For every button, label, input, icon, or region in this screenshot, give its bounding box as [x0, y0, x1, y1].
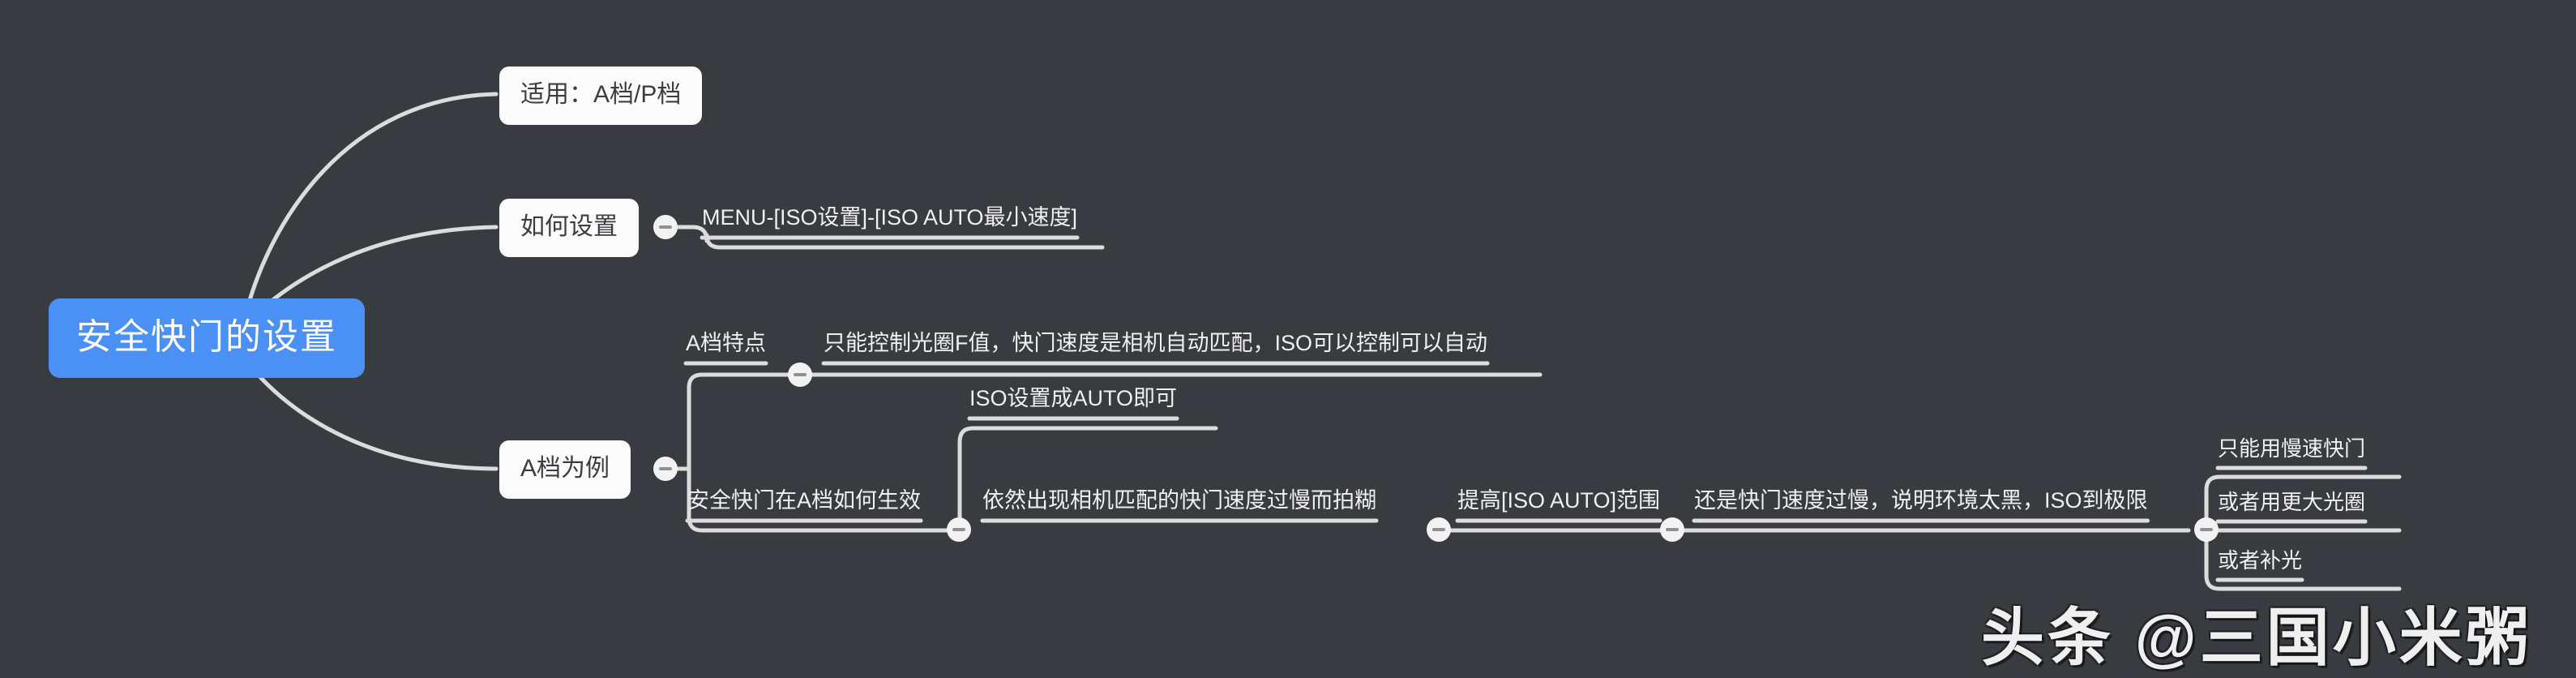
collapse-toggle-safe-shutter-effect[interactable]: [947, 517, 971, 542]
collapse-toggle-how-to-set[interactable]: [653, 215, 678, 239]
node-label: A档特点: [686, 331, 767, 355]
collapse-toggle-a-mode-feature[interactable]: [788, 363, 812, 387]
leaf-node-larger-aperture[interactable]: 或者用更大光圈: [2218, 491, 2365, 521]
branch-node-label: 如何设置: [520, 213, 618, 240]
leaf-node-label: 或者用更大光圈: [2218, 490, 2366, 514]
leaf-node-label: MENU-[ISO设置]-[ISO AUTO最小速度]: [702, 205, 1078, 230]
leaf-node-fill-light[interactable]: 或者补光: [2218, 550, 2302, 580]
node-label: 安全快门在A档如何生效: [687, 488, 922, 513]
root-node-label: 安全快门的设置: [76, 317, 337, 357]
branch-node-applicable-modes[interactable]: 适用：A档/P档: [499, 67, 703, 125]
leaf-node-label: ISO设置成AUTO即可: [969, 386, 1178, 410]
leaf-node-slow-shutter[interactable]: 只能用慢速快门: [2218, 438, 2365, 468]
branch-node-label: 适用：A档/P档: [520, 81, 682, 108]
leaf-node-label: 只能用慢速快门: [2218, 436, 2366, 461]
collapse-toggle-still-blurry[interactable]: [1427, 517, 1451, 542]
node-still-blurry[interactable]: 依然出现相机匹配的快门速度过慢而拍糊: [982, 490, 1376, 521]
root-node[interactable]: 安全快门的设置: [49, 298, 365, 378]
leaf-node-a-mode-feature-detail[interactable]: 只能控制光圈F值，快门速度是相机自动匹配，ISO可以控制可以自动: [824, 333, 1487, 363]
collapse-toggle-raise-iso[interactable]: [1660, 517, 1684, 542]
branch-node-a-mode-example[interactable]: A档为例: [499, 440, 631, 499]
node-label: 提高[ISO AUTO]范围: [1457, 488, 1661, 513]
leaf-node-menu-path[interactable]: MENU-[ISO设置]-[ISO AUTO最小速度]: [702, 207, 1077, 238]
node-safe-shutter-effect[interactable]: 安全快门在A档如何生效: [687, 490, 921, 521]
collapse-toggle-iso-limit[interactable]: [2194, 517, 2219, 542]
leaf-node-label: 或者补光: [2218, 548, 2303, 573]
branch-node-label: A档为例: [520, 455, 610, 482]
branch-node-how-to-set[interactable]: 如何设置: [499, 199, 639, 257]
leaf-node-iso-auto[interactable]: ISO设置成AUTO即可: [969, 388, 1177, 418]
node-raise-iso-range[interactable]: 提高[ISO AUTO]范围: [1457, 490, 1660, 521]
node-label: 依然出现相机匹配的快门速度过慢而拍糊: [982, 488, 1376, 513]
watermark-label: 头条 @三国小米粥: [1981, 602, 2532, 673]
watermark-text: 头条 @三国小米粥: [1981, 587, 2532, 678]
node-label: 还是快门速度过慢，说明环境太黑，ISO到极限: [1694, 488, 2148, 513]
leaf-node-label: 只能控制光圈F值，快门速度是相机自动匹配，ISO可以控制可以自动: [824, 331, 1488, 355]
collapse-toggle-a-mode-example[interactable]: [653, 457, 678, 481]
node-a-mode-feature[interactable]: A档特点: [686, 333, 766, 363]
node-iso-limit[interactable]: 还是快门速度过慢，说明环境太黑，ISO到极限: [1694, 490, 2148, 521]
